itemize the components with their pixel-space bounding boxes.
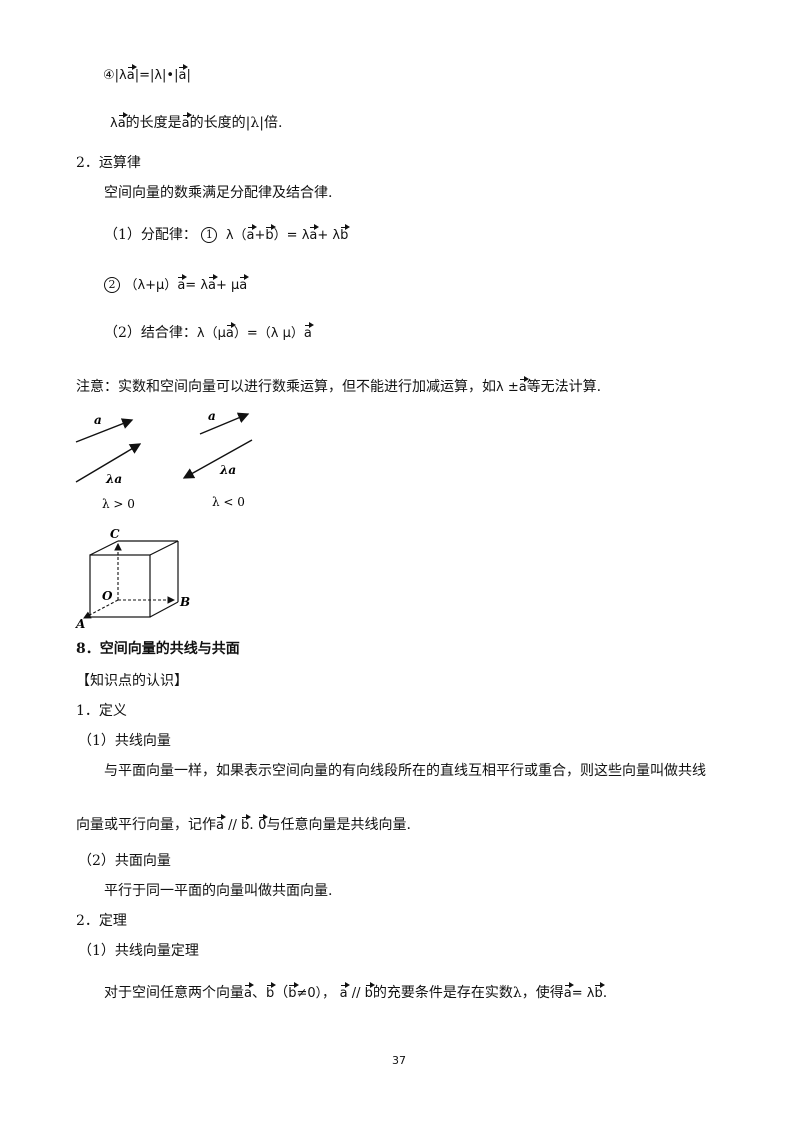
section-2-text: 空间向量的数乘满足分配律及结合律. bbox=[104, 185, 333, 201]
vector-a: a bbox=[226, 322, 236, 341]
label-a-point: A bbox=[75, 617, 85, 630]
circle-number: 2 bbox=[104, 277, 120, 293]
label-lambda-positive: λ > 0 bbox=[102, 497, 135, 511]
vector-b: b bbox=[340, 224, 351, 243]
vector-a: a bbox=[127, 64, 137, 83]
property-4: ④|λa|=|λ|•|a| bbox=[103, 64, 191, 85]
vector-b: b bbox=[265, 224, 277, 243]
vector-a: a bbox=[519, 376, 529, 395]
collinear-text-1: 与平面向量一样，如果表示空间向量的有向线段所在的直线互相平行或重合，则这些向量叫… bbox=[104, 763, 706, 779]
distributive-law-2: 2 （λ+μ）a= λa+ μa bbox=[104, 274, 250, 295]
distributive-law-1: （1）分配律： 1 λ（a+b）= λa+ λb bbox=[104, 224, 351, 245]
collinear-text-2: 向量或平行向量，记作a // b. 0与任意向量是共线向量. bbox=[76, 814, 411, 835]
vector-a: a bbox=[247, 224, 257, 243]
vector-b: b bbox=[365, 982, 376, 1001]
associative-law: （2）结合律：λ（μa）=（λ μ）a bbox=[104, 322, 314, 343]
vector-a: a bbox=[178, 64, 189, 83]
cube-edge bbox=[149, 540, 179, 556]
label-lambda-a: λa bbox=[219, 463, 236, 477]
vector-a: a bbox=[340, 982, 350, 1001]
label-a: a bbox=[208, 409, 216, 423]
label-lambda-negative: λ < 0 bbox=[212, 495, 245, 509]
scalar-multiplication-figure: a λa λ > 0 a λa λ < 0 bbox=[75, 409, 253, 511]
note: 注意：实数和空间向量可以进行数乘运算，但不能进行加减运算，如λ ±a等无法计算. bbox=[76, 376, 601, 397]
vector-a: a bbox=[177, 274, 188, 293]
collinear-title: （1）共线向量 bbox=[78, 733, 171, 749]
vector-a: a bbox=[564, 982, 574, 1001]
cube-edge bbox=[149, 601, 179, 618]
label-lambda-a: λa bbox=[105, 472, 122, 486]
cube-front-face bbox=[89, 554, 151, 618]
length-statement: λa的长度是a的长度的|λ|倍. bbox=[110, 112, 282, 133]
vector-b: b bbox=[594, 982, 606, 1001]
vector-b: b bbox=[241, 814, 252, 833]
vector-arrow bbox=[182, 439, 253, 479]
vector-a: a bbox=[309, 224, 320, 243]
vector-arrow bbox=[75, 418, 134, 443]
vector-arrow bbox=[199, 412, 250, 435]
vector-arrow bbox=[75, 443, 142, 483]
label-b: B bbox=[179, 595, 190, 609]
coplanar-text: 平行于同一平面的向量叫做共面向量. bbox=[104, 883, 333, 899]
vector-a: a bbox=[304, 322, 314, 341]
label-a: a bbox=[94, 413, 102, 427]
vector-zero: 0 bbox=[258, 814, 269, 833]
coplanar-title: （2）共面向量 bbox=[78, 853, 171, 869]
label-o: O bbox=[102, 589, 113, 603]
axis-oa bbox=[83, 599, 119, 619]
vector-b: b bbox=[288, 982, 299, 1001]
circle-number: 1 bbox=[201, 227, 218, 243]
vector-a: a bbox=[216, 814, 226, 833]
circle-number: ④ bbox=[103, 68, 115, 83]
label-c: C bbox=[110, 527, 120, 541]
collinear-theorem-title: （1）共线向量定理 bbox=[78, 943, 199, 959]
vector-a: a bbox=[118, 112, 128, 131]
cube-figure: C O B A bbox=[75, 527, 190, 630]
cube-edge bbox=[89, 540, 119, 556]
section-8-title: 8．空间向量的共线与共面 bbox=[76, 641, 240, 657]
vector-a: a bbox=[208, 274, 218, 293]
section-2-title: 2．运算律 bbox=[76, 155, 141, 171]
collinear-theorem-text: 对于空间任意两个向量a、b（b≠0）， a // b的充要条件是存在实数λ，使得… bbox=[104, 982, 607, 1003]
knowledge-title: 【知识点的认识】 bbox=[76, 673, 188, 689]
theorem-title: 2．定理 bbox=[76, 913, 127, 929]
vector-a: a bbox=[239, 274, 250, 293]
vector-b: b bbox=[266, 982, 277, 1001]
page-number: 37 bbox=[392, 1054, 406, 1067]
vector-a: a bbox=[244, 982, 254, 1001]
vector-a: a bbox=[182, 112, 192, 131]
definition-title: 1．定义 bbox=[76, 703, 127, 719]
